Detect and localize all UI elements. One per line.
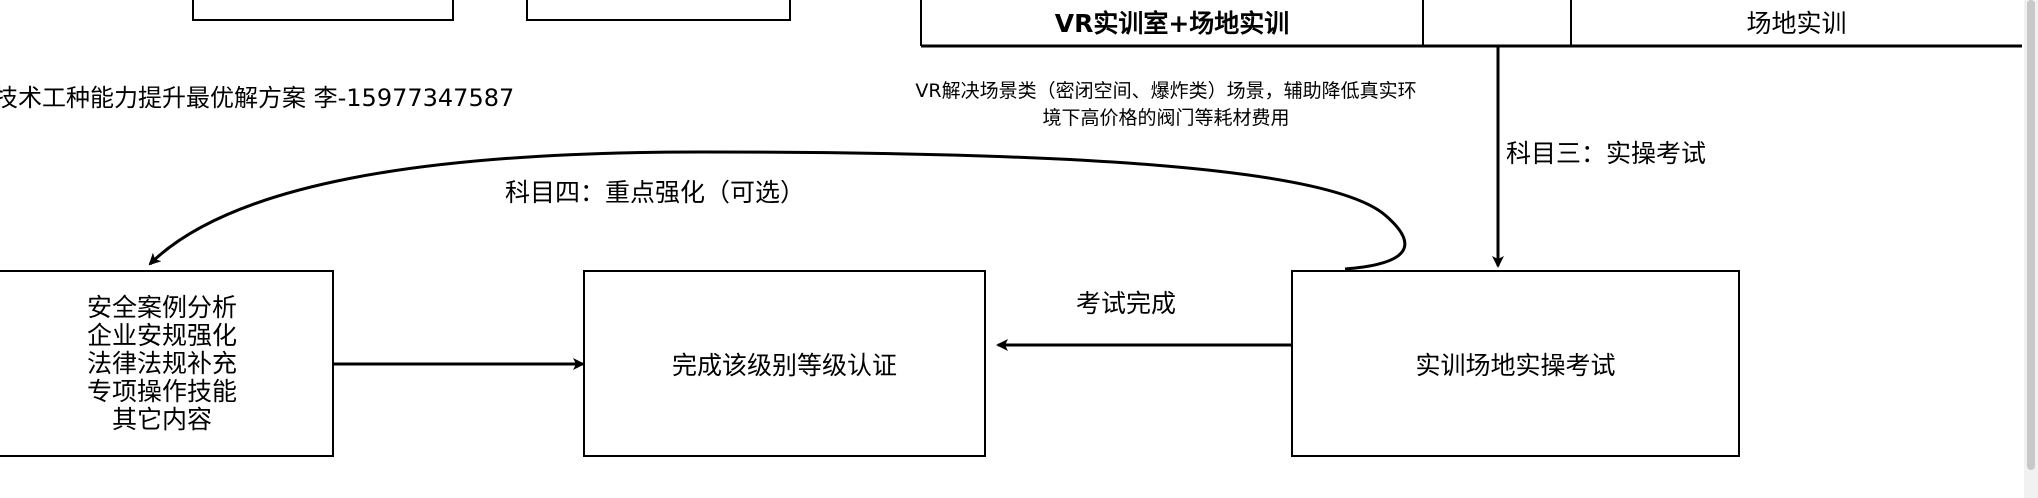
safety-item: 安全案例分析 xyxy=(86,292,237,322)
safety-item: 法律法规补充 xyxy=(86,348,237,378)
safety-content-list: 安全案例分析 企业安规强化 法律法规补充 专项操作技能 其它内容 xyxy=(86,292,237,434)
node-certification: 完成该级别等级认证 xyxy=(583,270,986,457)
scrollbar-thumb[interactable] xyxy=(2027,0,2035,470)
table-cell-field-training: 场地实训 xyxy=(1746,9,1847,38)
edge-label-subject4: 科目四：重点强化（可选） xyxy=(505,178,806,207)
edge-label-subject3: 科目三：实操考试 xyxy=(1506,139,1707,168)
node-safety-content: 安全案例分析 企业安规强化 法律法规补充 专项操作技能 其它内容 xyxy=(0,270,334,457)
safety-item: 企业安规强化 xyxy=(86,320,237,350)
table-cell-vr-lab: VR实训室+场地实训 xyxy=(1054,9,1290,38)
node-practical-exam: 实训场地实操考试 xyxy=(1291,270,1740,457)
vr-note-line-2: 境下高价格的阀门等耗材费用 xyxy=(1042,107,1290,129)
vr-note-line-1: VR解决场景类（密闭空间、爆炸类）场景，辅助降低真实环 xyxy=(915,80,1417,102)
edge-label-exam-done: 考试完成 xyxy=(1076,289,1177,318)
safety-item: 其它内容 xyxy=(111,404,212,434)
safety-item: 专项操作技能 xyxy=(86,376,237,406)
cut-off-box-1 xyxy=(192,0,454,21)
header-note: 技术工种能力提升最优解方案 李-15977347587 xyxy=(0,84,515,112)
vertical-scrollbar[interactable] xyxy=(2024,0,2038,498)
vr-note: VR解决场景类（密闭空间、爆炸类）场景，辅助降低真实环 境下高价格的阀门等耗材费… xyxy=(866,78,1466,132)
arrow-subject4 xyxy=(148,150,1407,271)
cut-off-box-2 xyxy=(526,0,791,21)
